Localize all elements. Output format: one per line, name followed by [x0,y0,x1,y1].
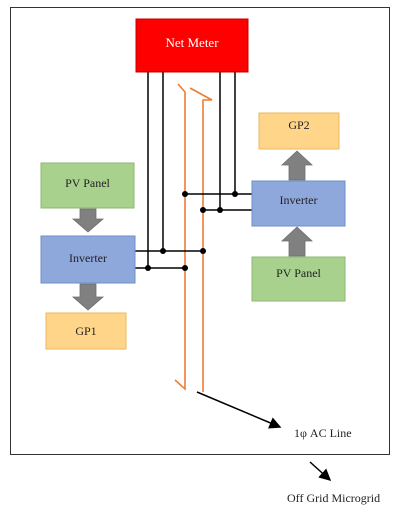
inverter-right-box [251,180,346,227]
ac-line-label: 1φ AC Line [294,426,352,440]
flow-arrows [71,150,314,311]
ac-line-conductors [174,83,213,392]
arrow-pv-to-inverter-right [280,226,314,257]
inverter-left-label: Inverter [69,250,107,265]
net-meter-label: Net Meter [165,35,219,50]
junction-dot [200,207,206,213]
net-meter-box [135,18,249,73]
inverter-left-box [40,235,136,284]
microgrid-label: Off Grid Microgrid [287,491,381,505]
pv-panel-right-label: PV Panel [276,265,321,280]
boxes [40,18,346,350]
ac-line-output-wire [196,391,282,429]
junctions [145,191,238,271]
junction-dot [182,191,188,197]
ac-line-conductor-a [174,83,186,391]
pv-panel-left-box [40,162,135,209]
gp1-box [45,312,127,350]
arrow-inverter-to-gp1 [71,283,105,311]
microgrid-boundary [10,7,390,455]
junction-dot [232,191,238,197]
junction-dot [160,248,166,254]
arrow-pv-to-inverter-left [71,208,105,233]
gp2-label: GP2 [288,117,310,132]
junction-dot [200,248,206,254]
pv-panel-right-box [251,256,346,302]
junction-dot [217,207,223,213]
gp1-label: GP1 [75,323,97,338]
junction-dot [182,265,188,271]
pv-panel-left-label: PV Panel [65,175,110,190]
arrow-inverter-to-gp2 [280,150,314,181]
junction-dot [145,265,151,271]
wiring [135,72,332,482]
ac-line-conductor-b [189,87,213,392]
inverter-right-label: Inverter [279,192,318,207]
microgrid-pointer [309,461,332,482]
gp2-box [258,112,340,150]
